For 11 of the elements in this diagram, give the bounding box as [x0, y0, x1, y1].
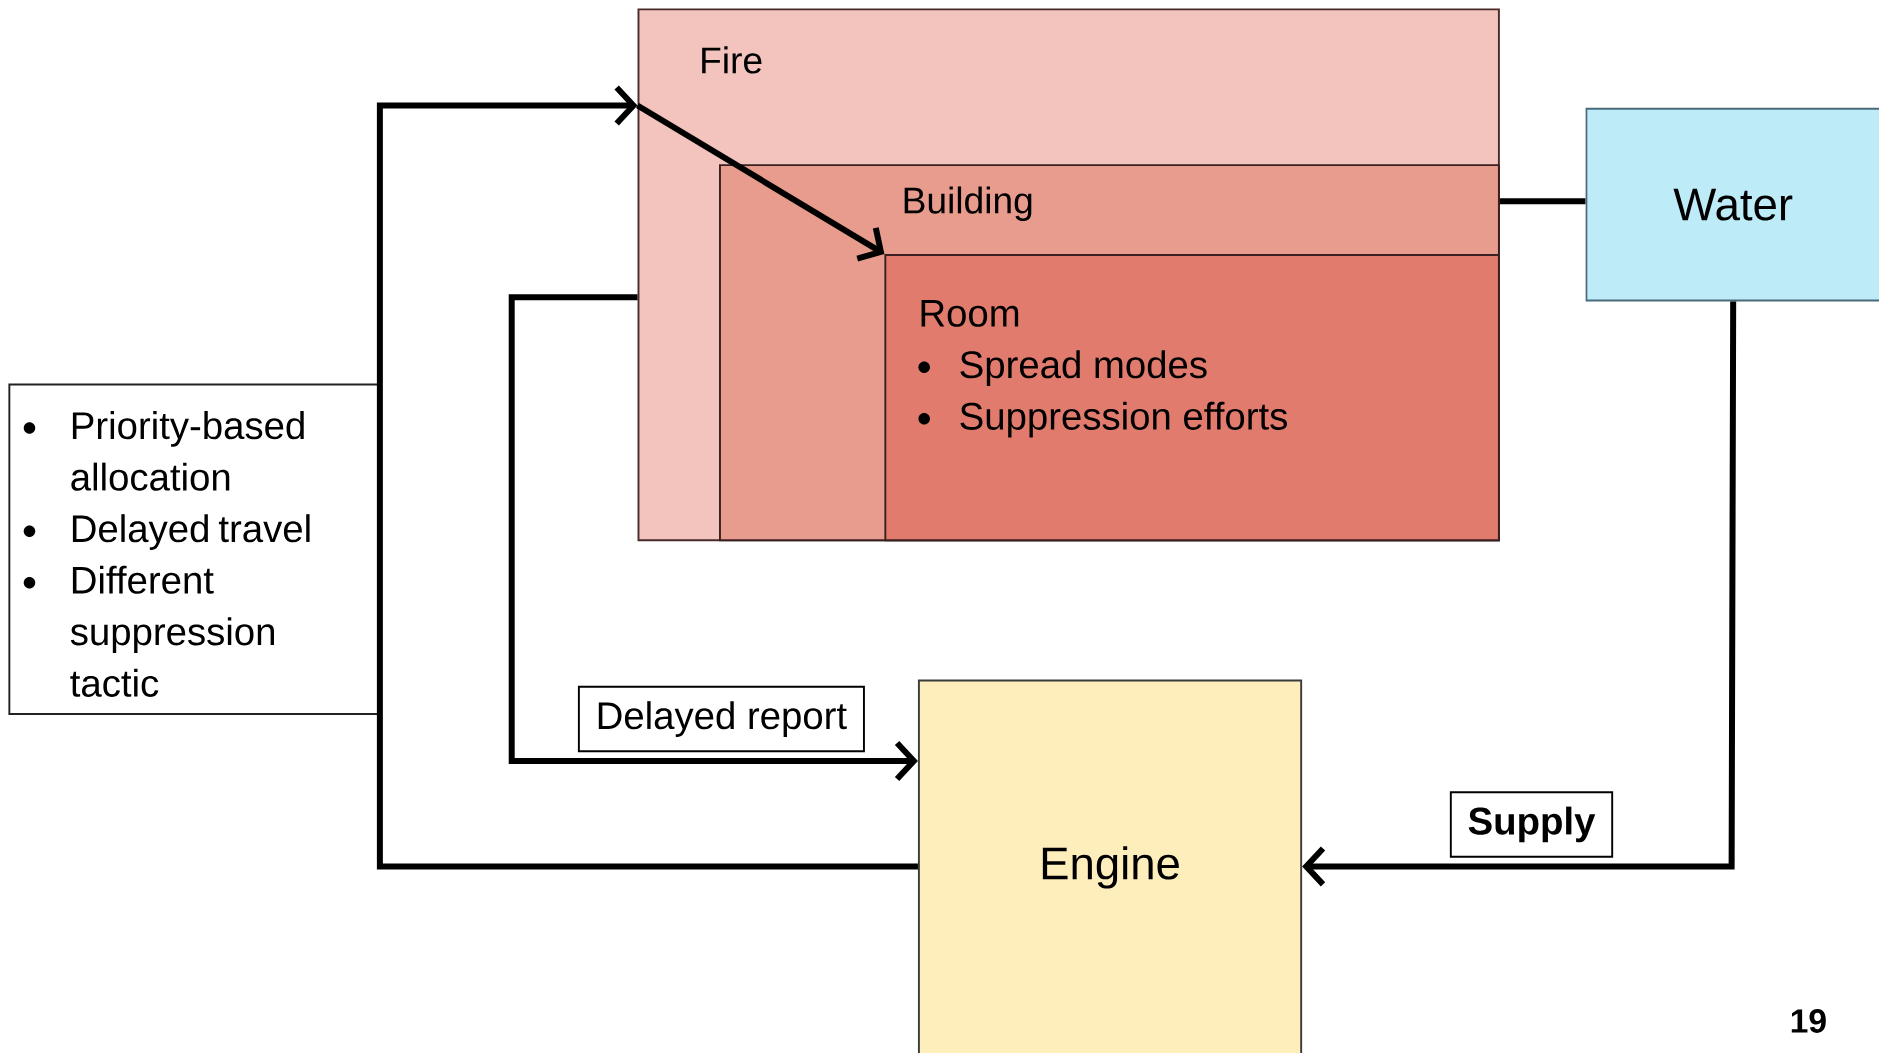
- edge-label: Delayed report: [577, 685, 865, 753]
- note-box: Priority-based allocation Delayed travel Different suppression tactic: [8, 383, 380, 715]
- room-box: Room Spread modes Suppression efforts: [884, 253, 1500, 541]
- arrow: [376, 85, 918, 870]
- engine-box: Engine: [917, 679, 1303, 1053]
- arrow: [508, 294, 918, 781]
- arrow: [1302, 301, 1737, 887]
- edge-label: Supply: [1449, 791, 1614, 858]
- arrow: [636, 102, 885, 262]
- page-number: 19: [1791, 1008, 1826, 1033]
- water-box: Water: [1585, 107, 1879, 302]
